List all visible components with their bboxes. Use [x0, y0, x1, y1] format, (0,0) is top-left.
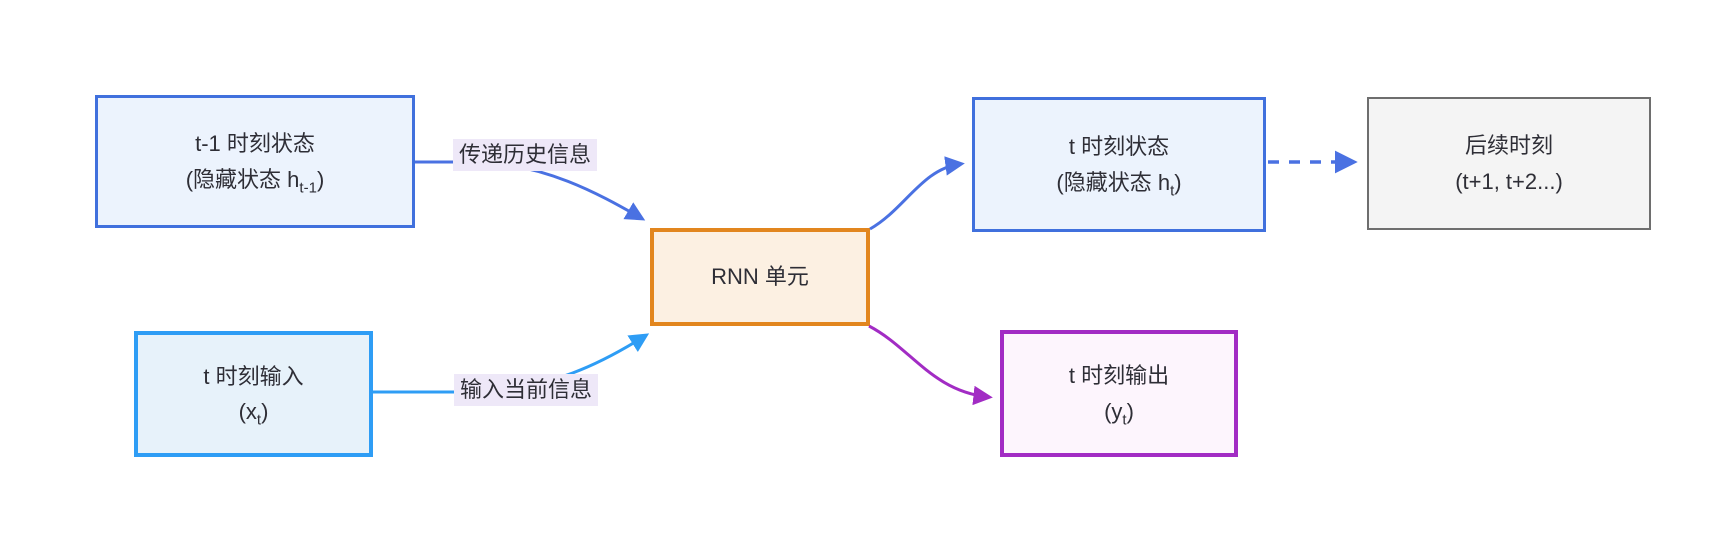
subtitle-text: (隐藏状态 h	[185, 166, 300, 192]
node-rnn-cell-title: RNN 单元	[711, 264, 809, 290]
node-rnn-cell: RNN 单元	[650, 228, 870, 326]
node-current-state-subtitle: (隐藏状态 ht)	[1056, 165, 1181, 200]
subtitle-text: (隐藏状态 h	[1056, 169, 1171, 195]
subscript: t	[1122, 410, 1127, 428]
node-future-steps-subtitle: (t+1, t+2...)	[1455, 168, 1563, 194]
node-output-subtitle: (yt)	[1104, 394, 1134, 429]
subtitle-close: )	[1126, 398, 1134, 424]
subscript: t-1	[299, 178, 317, 196]
node-input-title: t 时刻输入	[203, 363, 304, 389]
node-prev-state-subtitle: (隐藏状态 ht-1)	[186, 162, 325, 197]
edge-label-history: 传递历史信息	[453, 139, 598, 171]
node-current-state: t 时刻状态 (隐藏状态 ht)	[972, 97, 1266, 232]
edge-label-current: 输入当前信息	[454, 374, 599, 406]
node-prev-state: t-1 时刻状态 (隐藏状态 ht-1)	[95, 95, 415, 228]
subtitle-text: (y	[1104, 398, 1123, 424]
edge-rnn-to-output	[868, 324, 993, 406]
subtitle-close: )	[316, 166, 325, 192]
subscript: t	[256, 411, 262, 429]
subtitle-close: )	[261, 399, 269, 424]
edge-rnn-to-state	[869, 156, 965, 231]
subtitle-close: )	[1174, 169, 1182, 195]
node-input: t 时刻输入 (xt)	[134, 331, 373, 457]
node-current-state-title: t 时刻状态	[1068, 134, 1170, 160]
subscript: t	[1170, 181, 1175, 199]
node-output: t 时刻输出 (yt)	[1000, 330, 1238, 457]
node-future-steps: 后续时刻 (t+1, t+2...)	[1367, 97, 1651, 230]
node-output-title: t 时刻输出	[1068, 363, 1170, 389]
node-input-subtitle: (xt)	[239, 394, 269, 429]
subtitle-text: (x	[238, 399, 257, 424]
node-prev-state-title: t-1 时刻状态	[195, 131, 315, 157]
node-future-steps-title: 后续时刻	[1464, 133, 1553, 159]
